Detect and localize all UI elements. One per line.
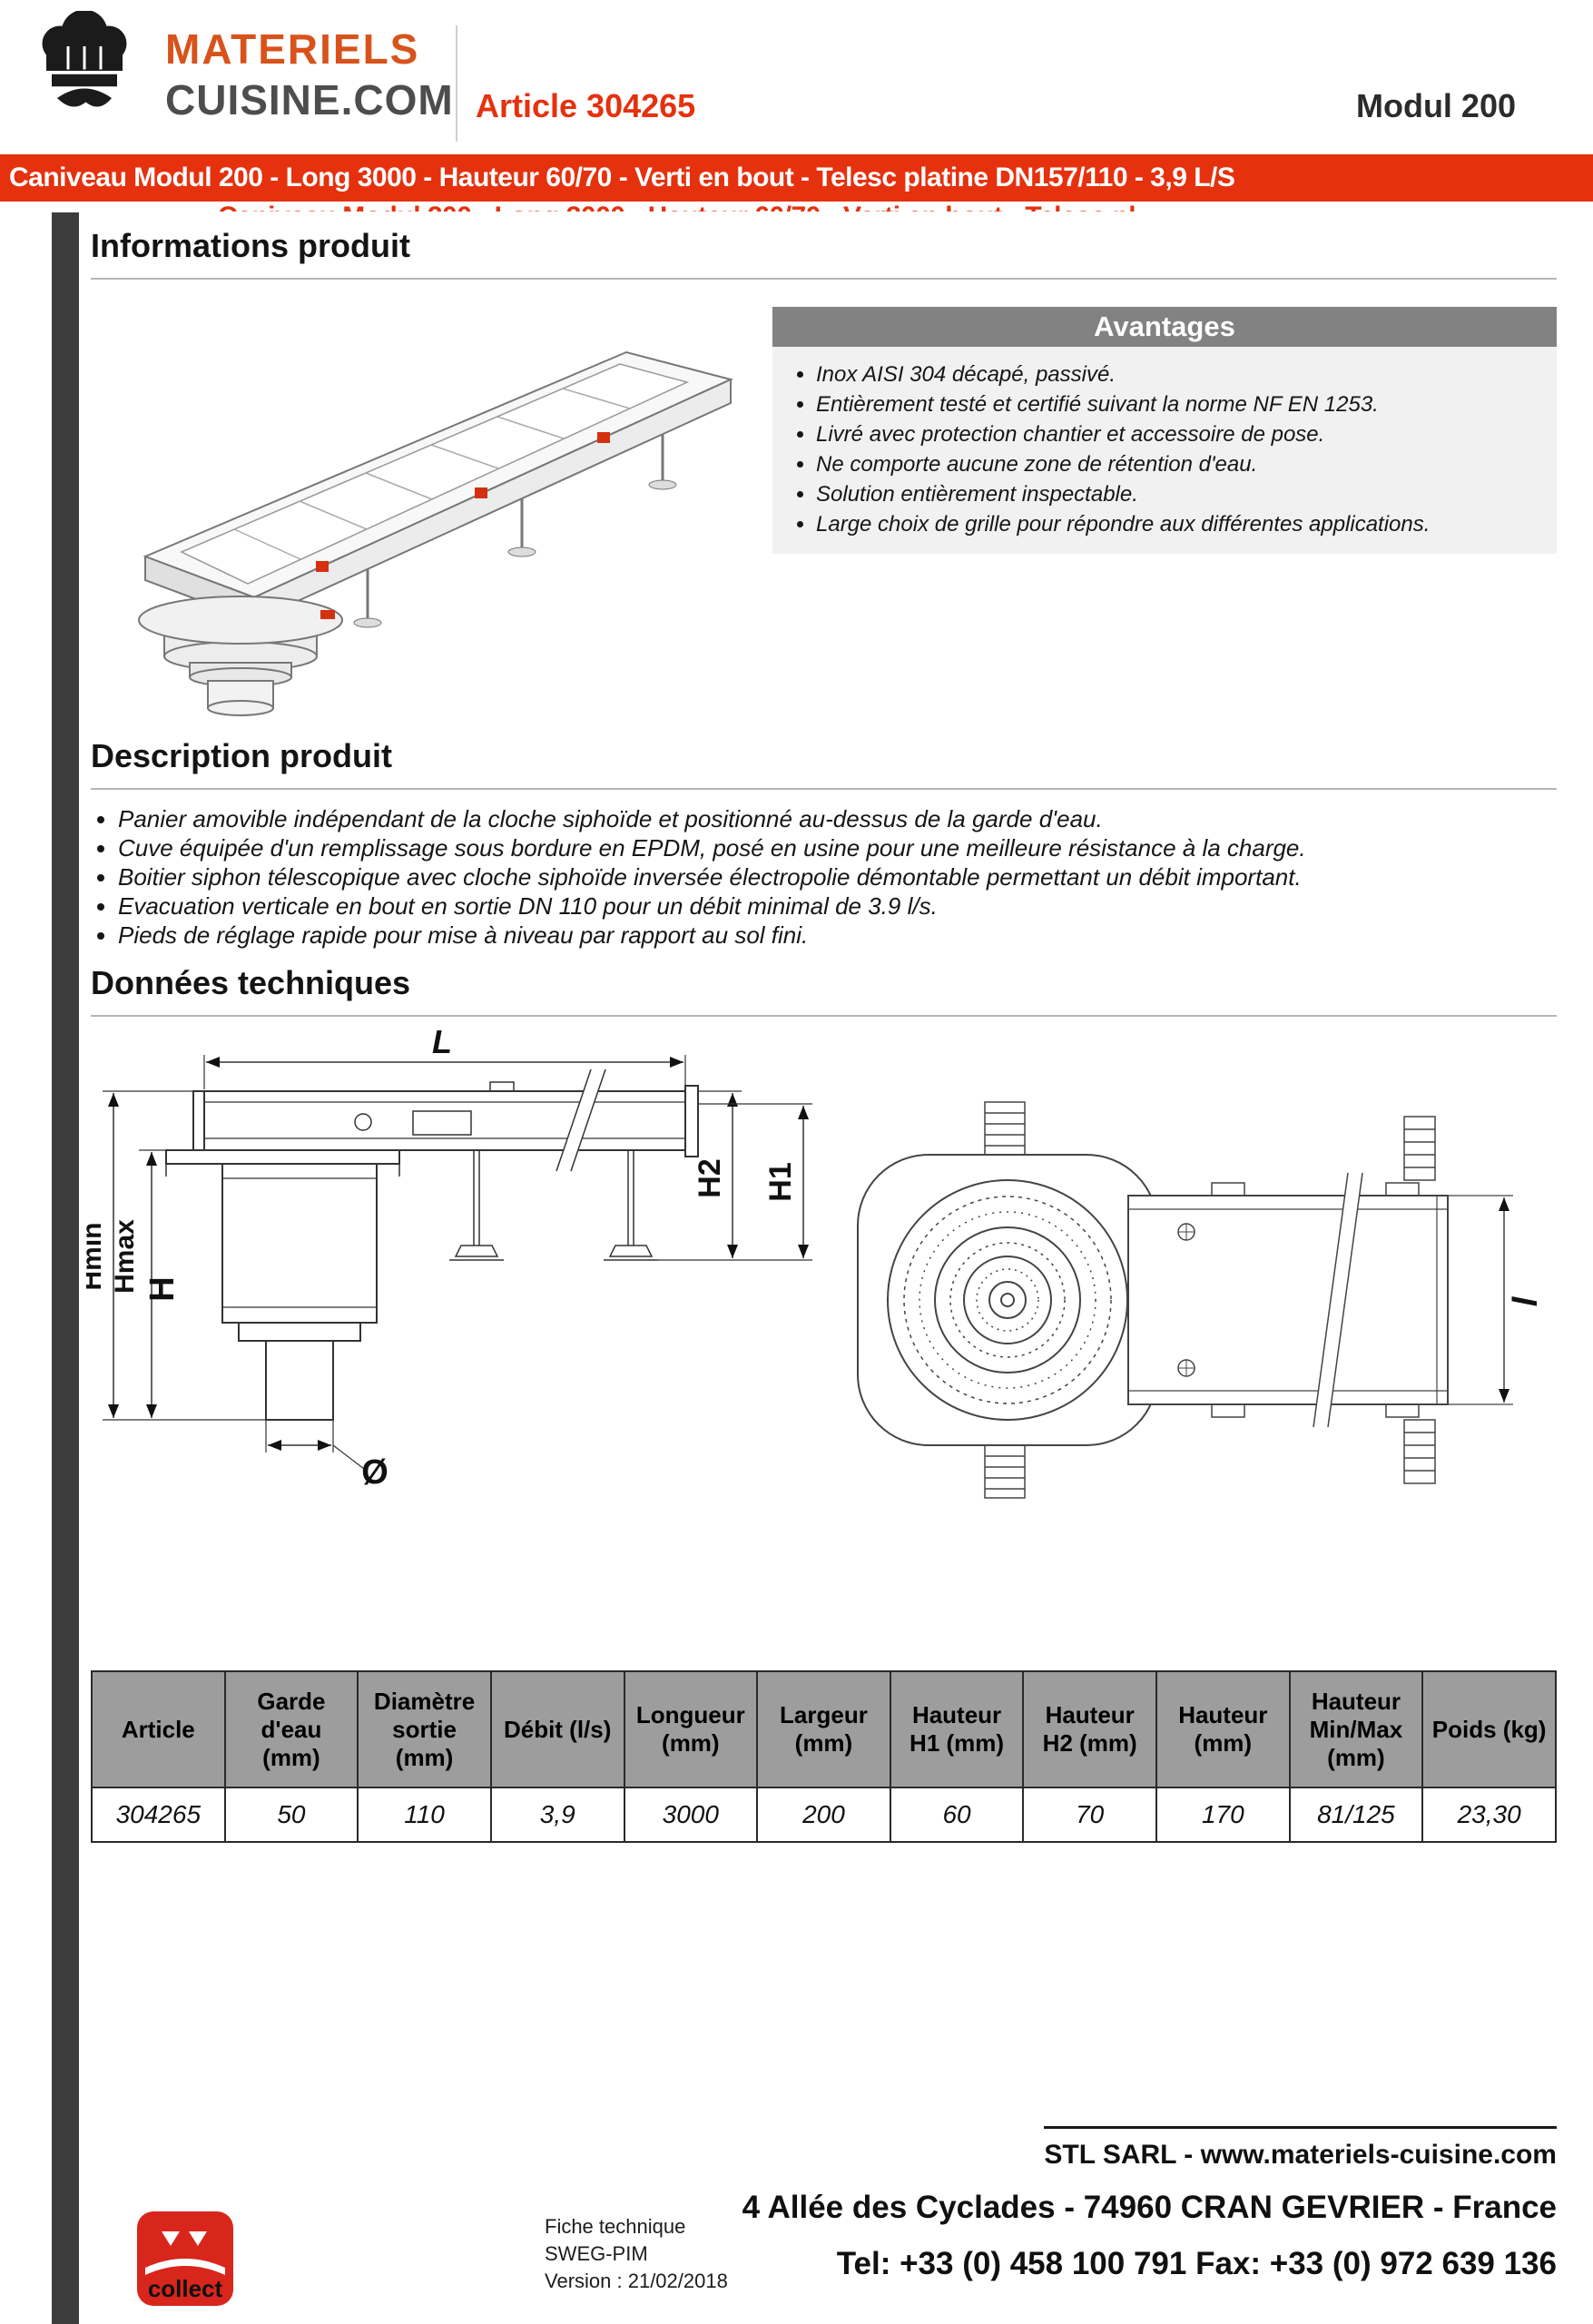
brand-line2: CUISINE.COM: [165, 76, 454, 124]
dim-label-diameter: Ø: [361, 1453, 388, 1492]
technical-data-table: Article Garde d'eau (mm) Diamètre sortie…: [91, 1670, 1557, 1843]
article-number: Article 304265: [476, 87, 696, 124]
collect-logo-label: collect: [148, 2275, 223, 2302]
table-header-cell: Hauteur H1 (mm): [889, 1670, 1025, 1788]
description-list: Panier amovible indépendant de la cloche…: [93, 804, 1556, 950]
table-header-cell: Article: [91, 1670, 226, 1788]
advantage-item: Large choix de grille pour répondre aux …: [816, 509, 1539, 539]
dim-label-hmax: Hmax: [110, 1219, 140, 1294]
table-cell: 3,9: [489, 1787, 625, 1843]
table-row: 304265 50 110 3,9 3000 200 60 70 170 81/…: [91, 1787, 1557, 1843]
table-header-cell: Longueur (mm): [623, 1670, 759, 1788]
footer-address: 4 Allée des Cyclades - 74960 CRAN GEVRIE…: [742, 2190, 1557, 2225]
table-cell: 70: [1022, 1787, 1157, 1843]
description-item: Boitier siphon télescopique avec cloche …: [118, 862, 1556, 891]
dim-label-hmin: Hmin: [86, 1223, 107, 1291]
doc-info: Fiche technique SWEG-PIM Version : 21/02…: [545, 2213, 728, 2295]
section-rule: [91, 278, 1557, 280]
advantages-box: Avantages Inox AISI 304 décapé, passivé.…: [772, 307, 1557, 554]
doc-info-line: Version : 21/02/2018: [545, 2270, 728, 2292]
advantage-item: Inox AISI 304 décapé, passivé.: [816, 359, 1539, 389]
table-cell: 81/125: [1288, 1787, 1424, 1843]
footer-company: STL SARL - www.materiels-cuisine.com: [1044, 2126, 1557, 2171]
advantages-body: Inox AISI 304 décapé, passivé. Entièreme…: [772, 347, 1557, 554]
advantage-item: Entièrement testé et certifié suivant la…: [816, 389, 1539, 419]
dim-label-h: H: [143, 1276, 182, 1301]
table-cell: 304265: [91, 1787, 226, 1843]
description-item: Pieds de réglage rapide pour mise à nive…: [118, 921, 1556, 950]
table-cell: 3000: [623, 1787, 759, 1843]
dim-label-h2: H2: [693, 1158, 727, 1197]
dim-label-h1: H1: [763, 1162, 798, 1201]
advantages-title: Avantages: [772, 307, 1557, 347]
table-header-cell: Débit (l/s): [489, 1670, 625, 1788]
description-item: Cuve équipée d'un remplissage sous bordu…: [118, 833, 1556, 862]
header-divider: [456, 25, 457, 142]
table-cell: 200: [756, 1787, 891, 1843]
footer-phone: Tel: +33 (0) 458 100 791 Fax: +33 (0) 97…: [836, 2246, 1557, 2281]
model-name: Modul 200: [1355, 87, 1516, 124]
brand-wordmark: MATERIELS CUISINE.COM: [165, 27, 454, 123]
advantage-item: Livré avec protection chantier et access…: [816, 419, 1539, 449]
section-rule: [91, 788, 1557, 790]
side-view: [103, 1055, 812, 1470]
table-header-cell: Garde d'eau (mm): [223, 1670, 359, 1788]
advantage-item: Solution entièrement inspectable.: [816, 479, 1539, 509]
doc-info-line: Fiche technique: [545, 2215, 686, 2238]
collect-logo: collect: [137, 2211, 233, 2306]
section-title-technical-data: Données techniques: [91, 964, 411, 1001]
doc-info-line: SWEG-PIM: [545, 2242, 648, 2265]
table-header-cell: Hauteur (mm): [1155, 1670, 1291, 1788]
table-header-cell: Poids (kg): [1421, 1670, 1557, 1788]
dim-label-length: L: [432, 1028, 452, 1060]
table-cell: 110: [357, 1787, 492, 1843]
table-header-cell: Diamètre sortie (mm): [357, 1670, 492, 1788]
description-item: Evacuation verticale en bout en sortie D…: [118, 891, 1556, 921]
dim-label-width: l: [1507, 1295, 1545, 1306]
table-cell: 50: [223, 1787, 359, 1843]
section-title-description: Description produit: [91, 737, 392, 774]
table-cell: 60: [889, 1787, 1025, 1843]
section-rule: [91, 1015, 1557, 1017]
banner-ghost-text: Caniveau Modul 200 - Long 3000 - Hauteur…: [218, 202, 1135, 212]
table-cell: 170: [1155, 1787, 1291, 1843]
technical-drawing: L Ø H2 H1 Hmin Hmax H: [86, 1028, 1545, 1499]
advantage-item: Ne comporte aucune zone de rétention d'e…: [816, 449, 1539, 479]
product-title-banner: Caniveau Modul 200 - Long 3000 - Hauteur…: [0, 154, 1593, 202]
description-item: Panier amovible indépendant de la cloche…: [118, 804, 1556, 833]
product-drawing: [138, 350, 733, 716]
page-edge-strip: [52, 212, 79, 2324]
table-header-cell: Hauteur Min/Max (mm): [1288, 1670, 1424, 1788]
brand-line1: MATERIELS: [165, 25, 420, 73]
top-view: [857, 1101, 1513, 1499]
section-title-informations: Informations produit: [91, 227, 410, 264]
table-header-cell: Largeur (mm): [756, 1670, 891, 1788]
chef-hat-logo-icon: [42, 11, 127, 107]
table-cell: 23,30: [1421, 1787, 1557, 1843]
table-header-cell: Hauteur H2 (mm): [1022, 1670, 1157, 1788]
